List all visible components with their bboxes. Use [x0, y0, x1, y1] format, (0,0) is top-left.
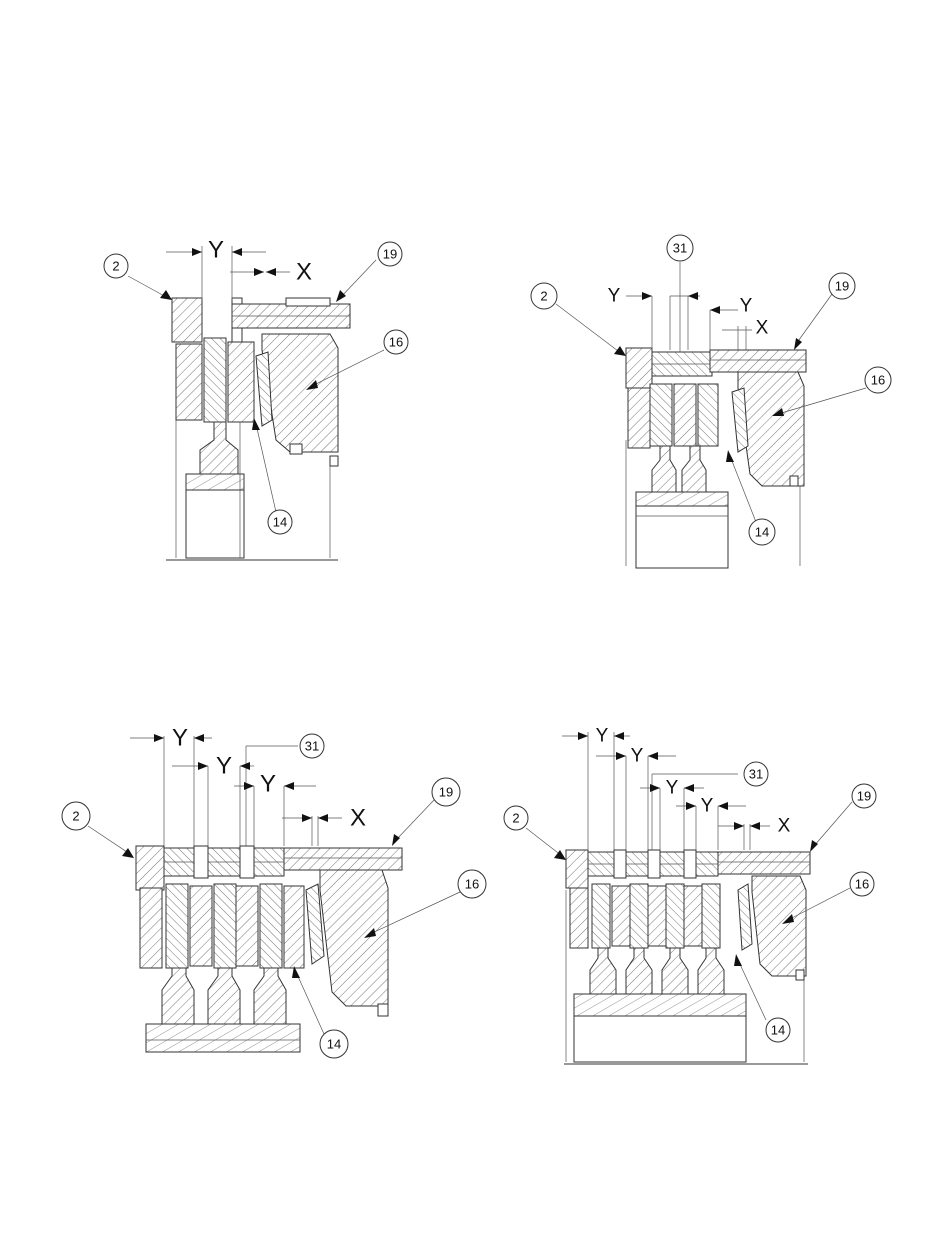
dim-label-y-1: Y [172, 725, 188, 752]
callout-14: 14 [771, 1023, 785, 1038]
pressure-plate-16 [320, 870, 388, 1006]
cone-14 [738, 884, 752, 950]
part-2-end-block [136, 846, 164, 890]
dim-label-x: X [778, 816, 791, 837]
figure-2: 31 Y Y X 2 19 16 14 [531, 235, 891, 568]
part-2-end-block [172, 298, 202, 342]
dim-label-x: X [296, 259, 312, 286]
callout-2: 2 [540, 289, 547, 304]
callout-14: 14 [273, 515, 287, 530]
callout-19: 19 [383, 247, 397, 262]
callout-19: 19 [857, 789, 871, 804]
part-2-end-block [626, 348, 652, 388]
callout-14: 14 [755, 525, 769, 540]
dim-label-y-3: Y [260, 771, 276, 798]
dim-label-y-2: Y [631, 746, 644, 767]
callout-31: 31 [749, 767, 763, 782]
callout-16: 16 [855, 877, 869, 892]
callout-2: 2 [112, 259, 119, 274]
shaft-collar [186, 474, 244, 490]
bolt-19 [710, 350, 806, 372]
callout-31: 31 [305, 739, 319, 754]
dim-label-x: X [350, 805, 366, 832]
dim-label-y-2: Y [740, 296, 753, 317]
callout-19: 19 [835, 279, 849, 294]
dim-label-y-1: Y [608, 286, 621, 307]
figure-4: Y Y Y Y X 31 2 19 16 14 [504, 726, 876, 1065]
dim-label-y: Y [208, 237, 224, 264]
plate-3 [228, 342, 254, 422]
bolt-19 [718, 852, 810, 874]
pressure-plate-16 [262, 334, 338, 452]
callout-14: 14 [327, 1037, 341, 1052]
part-2-end-block [566, 850, 588, 888]
callout-16: 16 [389, 335, 403, 350]
hub [200, 420, 238, 474]
callout-31: 31 [673, 241, 687, 256]
dim-label-y-1: Y [596, 726, 609, 747]
dim-label-y-2: Y [216, 753, 232, 780]
pressure-plate-16 [738, 372, 804, 486]
dim-label-y-3: Y [666, 778, 679, 799]
figure-1: Y X 2 19 16 14 [104, 237, 408, 561]
dim-label-y-4: Y [701, 796, 714, 817]
base-plate [146, 1024, 300, 1052]
figure-3: Y Y Y X 31 2 19 16 14 [62, 725, 486, 1059]
plate-2 [204, 338, 226, 422]
callout-2: 2 [72, 809, 79, 824]
dim-label-x: X [756, 318, 769, 339]
callout-19: 19 [439, 785, 453, 800]
callout-16: 16 [465, 877, 479, 892]
callout-2: 2 [512, 811, 519, 826]
bolt-19 [284, 848, 402, 870]
pressure-plate-16 [752, 876, 806, 976]
callout-16: 16 [871, 373, 885, 388]
plate-1 [176, 344, 202, 420]
